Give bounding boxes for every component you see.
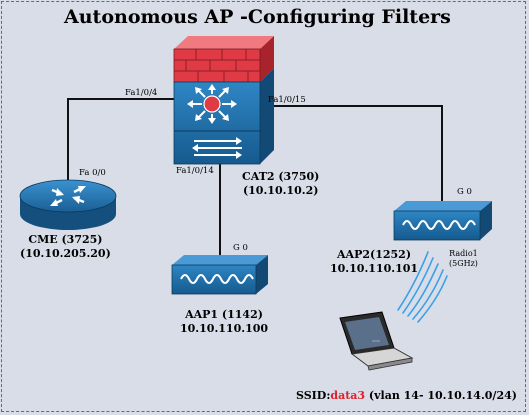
port-label-cat2-fa1-0-15: Fa1/0/15 — [268, 95, 306, 105]
firewall-icon — [173, 36, 274, 83]
ssid-detail: (vlan 14- 10.10.14.0/24) — [365, 389, 517, 402]
ssid-name: data3 — [330, 389, 366, 402]
ssid-label: SSID:data3 (vlan 14- 10.10.14.0/24) — [296, 389, 517, 402]
multilayer-switch-icon — [173, 68, 274, 165]
aap2-name: AAP2(1252) — [337, 248, 412, 261]
wireless-waves-icon — [397, 251, 448, 323]
access-point-icon — [171, 255, 268, 295]
cat2-ip: (10.10.10.2) — [242, 184, 319, 197]
port-label-aap2-g0: G 0 — [457, 187, 472, 197]
port-label-cat2-fa1-0-14: Fa1/0/14 — [176, 166, 214, 176]
cat2-label: CAT2 (3750) (10.10.10.2) — [242, 170, 319, 198]
cme-name: CME (3725) — [28, 233, 103, 246]
cat2-stack — [173, 36, 274, 165]
router-icon — [19, 179, 117, 230]
aap1-ip: 10.10.110.100 — [180, 322, 269, 335]
laptop-icon — [339, 311, 414, 371]
aap2-ip: 10.10.110.101 — [330, 262, 419, 275]
aap2-label: AAP2(1252) 10.10.110.101 — [330, 248, 418, 276]
access-point-icon — [393, 201, 492, 241]
aap1-label: AAP1 (1142) 10.10.110.100 — [180, 308, 268, 336]
port-label-aap1-g0: G 0 — [233, 243, 248, 253]
links — [67, 98, 443, 262]
radio-band: (5GHz) — [449, 259, 478, 268]
cme-ip: (10.10.205.20) — [20, 247, 111, 260]
ssid-prefix: SSID: — [296, 389, 331, 402]
cme-label: CME (3725) (10.10.205.20) — [20, 233, 111, 261]
diagram-title: Autonomous AP -Configuring Filters — [64, 6, 451, 28]
link-cat2-cme — [67, 98, 174, 182]
port-label-cme-fa0-0: Fa 0/0 — [79, 168, 106, 178]
link-cat2-aap2 — [262, 105, 443, 206]
port-label-cat2-fa1-0-4: Fa1/0/4 — [125, 88, 158, 98]
cat2-name: CAT2 (3750) — [242, 170, 320, 183]
radio-label: Radio1 (5GHz) — [449, 249, 478, 269]
radio-name: Radio1 — [449, 249, 478, 258]
aap1-name: AAP1 (1142) — [185, 308, 263, 321]
